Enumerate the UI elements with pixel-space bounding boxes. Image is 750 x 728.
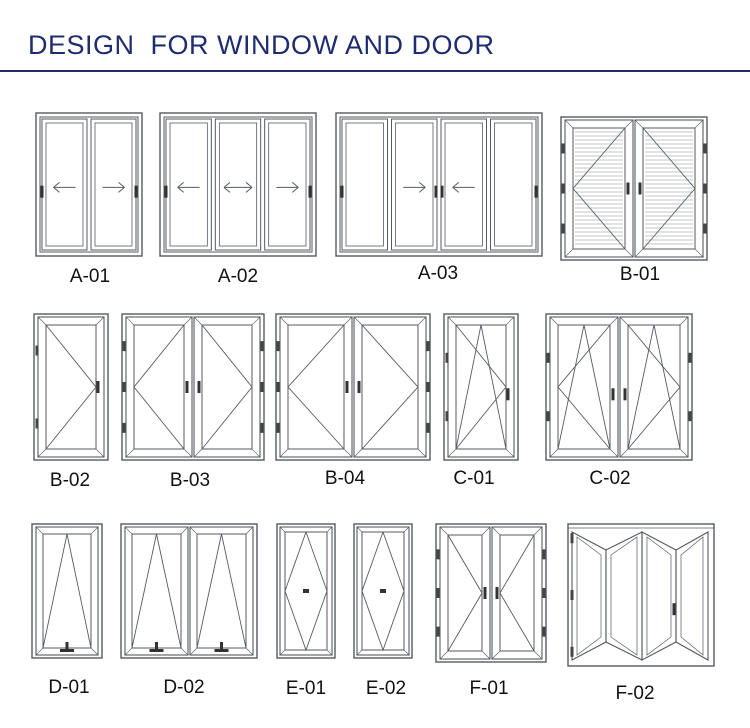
window-e-02: E-02 xyxy=(353,523,413,699)
window-label: F-01 xyxy=(469,678,508,699)
window-label: F-02 xyxy=(615,683,654,704)
window-a-03: A-03 xyxy=(335,112,543,284)
window-d-02: D-02 xyxy=(120,523,258,698)
window-a-01: A-01 xyxy=(35,112,143,287)
window-label: B-02 xyxy=(50,470,90,491)
window-label: A-03 xyxy=(418,263,458,284)
window-label: B-03 xyxy=(170,470,210,491)
window-b-03: B-03 xyxy=(121,313,265,491)
page-title: DESIGN FOR WINDOW AND DOOR xyxy=(28,30,495,60)
title-underline xyxy=(0,70,750,72)
window-label: E-02 xyxy=(366,678,406,699)
window-label: A-01 xyxy=(70,266,110,287)
window-label: A-02 xyxy=(218,266,258,287)
window-label: D-01 xyxy=(48,677,89,698)
window-label: E-01 xyxy=(286,678,326,699)
window-b-02: B-02 xyxy=(33,313,109,491)
window-label: C-01 xyxy=(453,468,494,489)
window-label: C-02 xyxy=(589,468,630,489)
window-f-01: F-01 xyxy=(435,523,547,699)
window-c-01: C-01 xyxy=(443,313,519,489)
window-a-02: A-02 xyxy=(159,112,317,287)
window-b-01: B-01 xyxy=(560,116,708,285)
window-d-01: D-01 xyxy=(31,523,103,698)
window-e-01: E-01 xyxy=(276,523,336,699)
window-b-04: B-04 xyxy=(275,313,431,489)
window-label: B-01 xyxy=(620,264,660,285)
window-c-02: C-02 xyxy=(545,313,693,489)
window-label: D-02 xyxy=(163,677,204,698)
window-label: B-04 xyxy=(325,468,366,489)
window-f-02: F-02 xyxy=(567,523,715,704)
